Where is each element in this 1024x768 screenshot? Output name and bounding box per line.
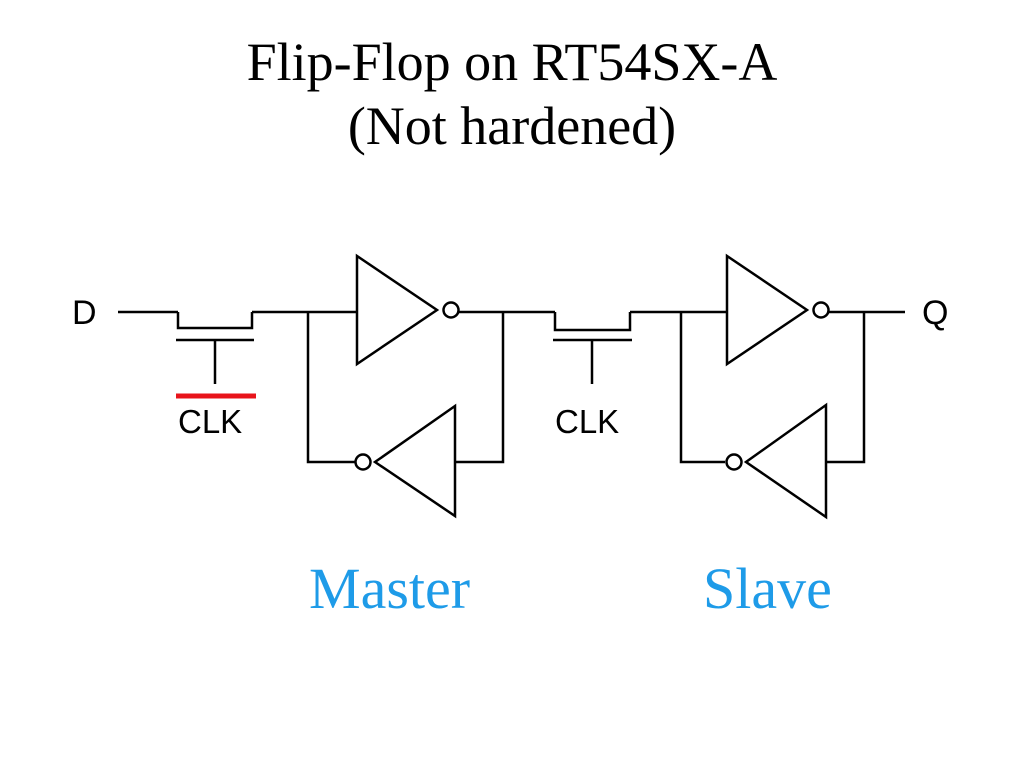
slave-feedback-wire-right	[826, 312, 866, 464]
slave-pass-gate	[553, 312, 632, 384]
master-feedback-wire-left	[306, 312, 355, 464]
master-feedback-inverter	[354, 403, 457, 519]
slave-feedback-inverter	[725, 402, 828, 520]
master-clk-label: CLK	[178, 403, 242, 440]
title-line-2: (Not hardened)	[347, 96, 677, 156]
slave-label: Slave	[703, 556, 832, 621]
master-feedback-wire-right	[455, 312, 505, 464]
master-label: Master	[309, 556, 470, 621]
slave-forward-inverter	[725, 253, 830, 367]
master-forward-inverter	[355, 253, 460, 367]
input-label-d: D	[72, 294, 97, 332]
output-label-q: Q	[922, 294, 948, 332]
slave-feedback-wire-left	[679, 312, 725, 464]
slide-title: Flip-Flop on RT54SX-A (Not hardened)	[0, 30, 1024, 158]
master-pass-gate	[176, 312, 254, 384]
title-line-1: Flip-Flop on RT54SX-A	[246, 32, 778, 92]
slave-clk-label: CLK	[555, 403, 619, 440]
